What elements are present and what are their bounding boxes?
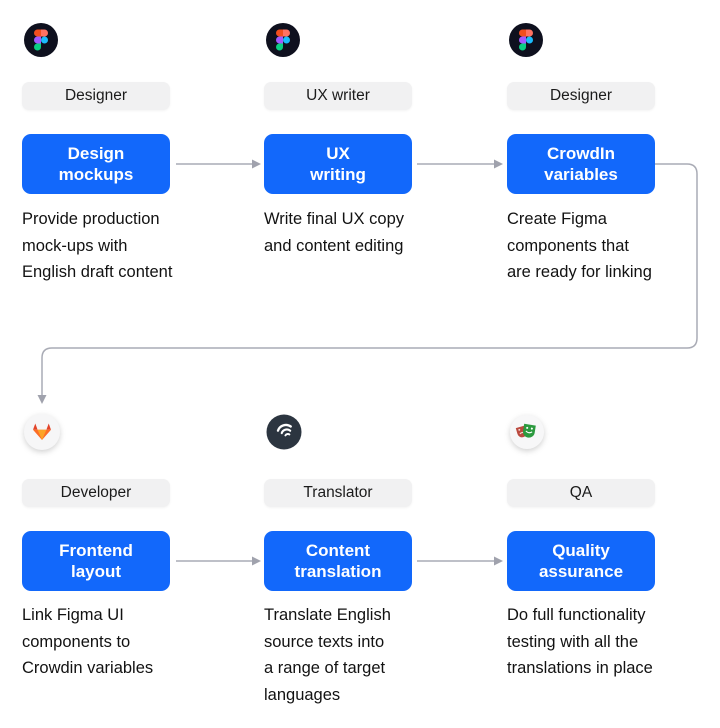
action-button-crowdin-variables[interactable]: CrowdIn variables [507,134,655,194]
step-description: Write final UX copy and content editing [264,210,404,255]
arrowhead [494,556,503,566]
action-button-content-translation[interactable]: Content translation [264,531,412,591]
action-button-frontend-layout[interactable]: Frontend layout [22,531,170,591]
action-label: CrowdIn variables [544,144,618,184]
step-crowdin-variables: Designer CrowdIn variables Create Figma … [507,16,655,316]
action-button-quality-assurance[interactable]: Quality assurance [507,531,655,591]
step-frontend-layout: Developer Frontend layout Link Figma UI … [22,407,170,722]
action-label: Frontend layout [59,541,133,581]
step-design-mockups: Designer Design mockups Provide producti… [22,16,172,316]
figma-icon [266,23,300,57]
action-button-ux-writing[interactable]: UX writing [264,134,412,194]
step-content-translation: Translator Content translation Translate… [264,407,412,722]
step-quality-assurance: QA Quality assurance Do full functionali… [507,407,655,722]
role-badge: UX writer [264,82,412,110]
arrowhead [37,395,47,404]
crowdin-icon [266,414,302,450]
action-label: Design mockups [58,144,134,184]
action-label: Quality assurance [538,541,624,581]
action-button-design-mockups[interactable]: Design mockups [22,134,170,194]
role-label: QA [569,484,593,501]
arrowhead [252,159,261,169]
role-label: Designer [549,87,613,104]
role-badge: Translator [264,479,412,507]
gitlab-icon [24,414,60,450]
figma-icon [509,23,543,57]
action-label: UX writing [310,144,366,184]
step-description: Create Figma components that are ready f… [507,210,652,281]
role-label: Designer [64,87,128,104]
step-description: Provide production mock-ups with English… [22,210,173,281]
role-label: Translator [303,484,373,501]
playwright-icon [509,414,545,450]
role-badge: Developer [22,479,170,507]
role-badge: Designer [22,82,170,110]
step-description: Do full functionality testing with all t… [507,606,653,677]
step-ux-writing: UX writer UX writing Write final UX copy… [264,16,412,316]
action-label: Content translation [294,541,382,581]
step-description: Translate English source texts into a ra… [264,606,391,704]
role-label: UX writer [306,87,370,104]
step-description: Link Figma UI components to Crowdin vari… [22,606,154,677]
role-label: Developer [60,484,132,501]
role-badge: QA [507,479,655,507]
arrowhead [252,556,261,566]
arrowhead [494,159,503,169]
figma-icon [24,23,58,57]
role-badge: Designer [507,82,655,110]
